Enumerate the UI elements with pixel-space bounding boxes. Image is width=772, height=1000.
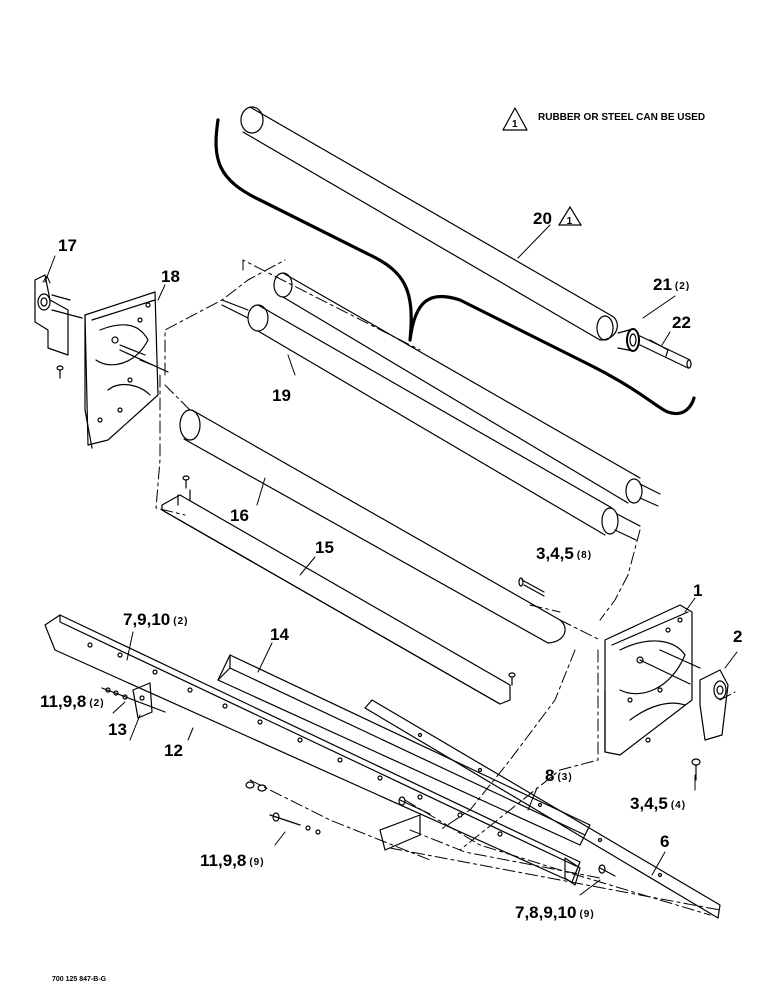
- plate-12: [44, 614, 581, 883]
- callout-16-label: 16: [230, 506, 249, 525]
- roll-20: [240, 106, 618, 341]
- bracket-17: [34, 274, 83, 379]
- bracket-2: [691, 669, 729, 781]
- callout-7-9-10: 7,9,10(2): [123, 611, 189, 630]
- callout-20-triangle-number: 1: [566, 216, 573, 227]
- callout-11-9-8-lower-qty: (9): [249, 857, 265, 868]
- callout-11-9-8-upper-label: 11,9,8: [40, 692, 87, 711]
- callout-21: 21(2): [653, 276, 690, 295]
- callout-18: 18: [161, 268, 180, 285]
- callout-20: 20 1: [533, 206, 583, 227]
- callout-7-8-9-10: 7,8,9,10(9): [515, 904, 595, 923]
- strip-8: [364, 699, 721, 919]
- callout-17: 17: [58, 237, 77, 254]
- bracket-13: [101, 682, 166, 719]
- callout-3-4-5-lower-qty: (4): [670, 800, 687, 811]
- shaft-22: [639, 335, 692, 369]
- bar-15: [161, 475, 516, 705]
- roll-19-lower: [221, 299, 641, 541]
- callout-14: 14: [270, 626, 289, 643]
- bolt-3-4-5-upper: [518, 577, 545, 597]
- callout-22: 22: [672, 314, 691, 331]
- hardware-lower: [245, 781, 616, 886]
- note-warning-triangle-icon: 1: [502, 107, 528, 131]
- callout-11-9-8-lower-label: 11,9,8: [200, 851, 247, 870]
- callout-3-4-5-upper-qty: (8): [576, 550, 593, 561]
- side-plate-18: [84, 291, 169, 449]
- callout-14-label: 14: [270, 625, 289, 644]
- callout-20-triangle-icon: 1: [557, 206, 583, 227]
- callout-7-8-9-10-label: 7,8,9,10: [515, 903, 577, 922]
- callout-3-4-5-upper: 3,4,5(8): [536, 545, 592, 564]
- roll-16: [179, 409, 566, 644]
- callout-21-qty: (2): [674, 281, 691, 292]
- callout-3-4-5-upper-label: 3,4,5: [536, 544, 574, 563]
- callout-17-label: 17: [58, 236, 77, 255]
- callout-21-label: 21: [653, 275, 672, 294]
- callout-13-label: 13: [108, 720, 127, 739]
- callout-15: 15: [315, 539, 334, 556]
- callout-19: 19: [272, 387, 291, 404]
- callout-19-label: 19: [272, 386, 291, 405]
- callout-6-label: 6: [660, 832, 670, 851]
- callout-6: 6: [660, 833, 669, 850]
- callout-7-9-10-label: 7,9,10: [123, 610, 171, 629]
- bearing-21: [617, 328, 640, 352]
- dash-lines: [155, 259, 736, 916]
- callout-12: 12: [164, 742, 183, 759]
- callout-11-9-8-upper-qty: (2): [89, 698, 105, 709]
- callout-1-label: 1: [693, 581, 703, 600]
- callout-22-label: 22: [672, 313, 691, 332]
- callout-11-9-8-lower: 11,9,8(9): [200, 852, 265, 871]
- note-triangle-number: 1: [512, 119, 518, 130]
- angle-14: [217, 654, 591, 846]
- callout-1: 1: [693, 582, 702, 599]
- callout-7-8-9-10-qty: (9): [579, 909, 595, 920]
- callout-2-label: 2: [733, 627, 743, 646]
- leader-lines: [42, 224, 738, 896]
- grouping-outline: [214, 118, 696, 416]
- note-text: RUBBER OR STEEL CAN BE USED: [538, 112, 706, 123]
- callout-7-9-10-qty: (2): [173, 616, 189, 627]
- callout-2: 2: [733, 628, 742, 645]
- callout-13: 13: [108, 721, 127, 738]
- side-plate-1: [604, 604, 701, 756]
- callout-12-label: 12: [164, 741, 183, 760]
- drawing-number: 700 125 847-B-G: [52, 976, 107, 983]
- callout-16: 16: [230, 507, 249, 524]
- callout-8-label: 8: [545, 766, 555, 785]
- callout-15-label: 15: [315, 538, 334, 557]
- callout-3-4-5-lower-label: 3,4,5: [630, 794, 668, 813]
- callout-8: 8(3): [545, 767, 573, 786]
- callout-11-9-8-upper: 11,9,8(2): [40, 693, 105, 712]
- callout-18-label: 18: [161, 267, 180, 286]
- callout-8-qty: (3): [557, 772, 573, 783]
- callout-3-4-5-lower: 3,4,5(4): [630, 795, 686, 814]
- callout-20-label: 20: [533, 209, 552, 228]
- roll-19-upper: [273, 272, 661, 507]
